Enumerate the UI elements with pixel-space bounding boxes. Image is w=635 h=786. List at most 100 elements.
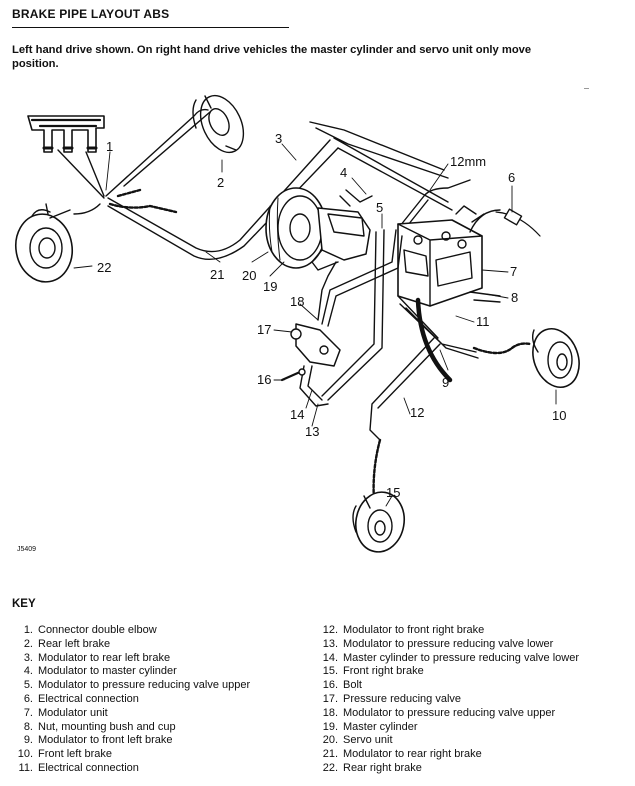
- pipe-18: [321, 229, 403, 327]
- callout-20: 20: [242, 268, 256, 283]
- pressure-reducing-valve: [290, 323, 341, 367]
- key-item-number: 18.: [322, 706, 338, 719]
- callout-18: 18: [290, 294, 304, 309]
- key-heading: KEY: [12, 598, 36, 610]
- servo-unit: [265, 187, 327, 269]
- callout-14: 14: [290, 407, 304, 422]
- callout-8: 8: [511, 290, 518, 305]
- pipe-modulator-to-rear-right: [107, 139, 339, 260]
- electrical-connection-6: [469, 208, 541, 237]
- key-item: 11. Electrical connection: [6, 762, 250, 776]
- key-item-label: Modulator to pressure reducing valve low…: [343, 637, 554, 650]
- key-item: 15. Front right brake: [311, 665, 579, 679]
- key-item-label: Connector double elbow: [38, 624, 157, 636]
- key-item-label: Rear right brake: [343, 761, 422, 774]
- key-item-label: Electrical connection: [38, 761, 139, 774]
- connector-elbow-inset: [27, 115, 105, 199]
- callout-6: 6: [508, 170, 515, 185]
- callout-2: 2: [217, 175, 224, 190]
- pipe-13-14: [299, 365, 329, 407]
- key-item-label: Pressure reducing valve: [343, 692, 462, 705]
- key-item-label: Modulator to front right brake: [343, 624, 485, 636]
- callout-12mm: 12mm: [450, 154, 486, 169]
- key-item: 18. Modulator to pressure reducing valve …: [311, 707, 579, 721]
- margin-mark: [584, 88, 589, 89]
- key-item: 2.Rear left brake: [6, 638, 250, 652]
- key-item: 17. Pressure reducing valve: [311, 693, 579, 707]
- key-item-number: 6.: [23, 692, 33, 705]
- brake-pipe-diagram: 1 2 3 4 5 12mm 6 7 8 11 9 10 12 13 14 15…: [15, 94, 580, 553]
- key-item-label: Modulator to front left brake: [38, 734, 173, 747]
- rear-left-brake: [192, 94, 245, 154]
- callout-numbers: 1 2 3 4 5 12mm 6 7 8 11 9 10 12 13 14 15…: [97, 131, 566, 500]
- callout-4: 4: [340, 165, 347, 180]
- key-item-label: Nut, mounting bush and cup: [38, 720, 176, 733]
- key-item: 7. Modulator unit: [6, 707, 250, 721]
- key-item: 6. Electrical connection: [6, 693, 250, 707]
- callout-10: 10: [552, 408, 566, 423]
- key-item: 12.Modulator to front right brake: [311, 624, 579, 638]
- key-item-label: Modulator to pressure reducing valve upp…: [38, 679, 251, 692]
- callout-16: 16: [257, 372, 271, 387]
- key-item: 8. Nut, mounting bush and cup: [6, 721, 250, 735]
- callout-13: 13: [305, 424, 319, 439]
- callout-22: 22: [97, 260, 111, 275]
- key-item-label: Electrical connection: [38, 692, 139, 705]
- page-title: BRAKE PIPE LAYOUT ABS: [12, 7, 170, 21]
- key-item: 10. Front left brake: [6, 748, 250, 762]
- key-item-number: 15.: [322, 665, 338, 678]
- rear-flex-hose: [108, 202, 178, 214]
- key-item: 9.Modulator to front left brake: [6, 734, 250, 748]
- rear-right-brake: [15, 203, 73, 283]
- bolt: [280, 370, 302, 382]
- front-left-brake: [531, 328, 580, 388]
- key-item-number: 3.: [23, 651, 33, 664]
- callout-5: 5: [376, 200, 383, 215]
- key-item-number: 16.: [322, 679, 338, 692]
- key-item-number: 8.: [23, 720, 33, 733]
- harness-11: [415, 297, 453, 383]
- key-item-label: Front right brake: [343, 665, 424, 678]
- key-item-label: Bolt: [343, 679, 362, 692]
- front-left-flex-hose: [472, 342, 532, 355]
- key-item: 1. Connector double elbow: [6, 624, 250, 638]
- mounting-bush: [469, 291, 501, 303]
- key-item-label: Servo unit: [343, 734, 393, 747]
- key-item-number: 11.: [18, 761, 33, 774]
- pipe-rear-run: [309, 121, 453, 211]
- key-item-label: Modulator to pressure reducing valve upp…: [343, 706, 556, 719]
- key-item-label: Master cylinder to pressure reducing val…: [343, 651, 579, 664]
- title-rule: [12, 27, 289, 28]
- key-item-number: 1.: [23, 624, 33, 636]
- key-item-number: 4.: [23, 665, 33, 678]
- key-item-label: Master cylinder: [343, 720, 418, 733]
- callout-15: 15: [386, 485, 400, 500]
- key-item-number: 17.: [322, 692, 338, 705]
- key-item-number: 7.: [23, 706, 33, 719]
- modulator-unit: [397, 205, 485, 307]
- callout-1: 1: [106, 139, 113, 154]
- key-item: 19. Master cylinder: [311, 721, 579, 735]
- key-item-label: Modulator unit: [38, 706, 108, 719]
- callout-19: 19: [263, 279, 277, 294]
- key-item-number: 21.: [322, 748, 338, 761]
- key-item: 16. Bolt: [311, 679, 579, 693]
- figure-code: J5409: [17, 546, 37, 553]
- intro-note: Left hand drive shown. On right hand dri…: [12, 44, 532, 70]
- key-item-number: 19.: [322, 720, 338, 733]
- key-item: 21.Modulator to rear right brake: [311, 748, 579, 762]
- callout-9: 9: [442, 375, 449, 390]
- key-item-number: 2.: [23, 637, 33, 650]
- callout-17: 17: [257, 322, 271, 337]
- key-item-number: 10.: [17, 748, 33, 761]
- master-cylinder: [311, 189, 373, 271]
- key-item-label: Front left brake: [38, 748, 112, 761]
- pipe-12: [369, 337, 441, 441]
- key-list-left: 1. Connector double elbow 2.Rear left brak…: [6, 624, 250, 776]
- key-item-number: 5.: [23, 679, 33, 692]
- key-item-number: 14.: [322, 651, 338, 664]
- key-item: 22.Rear right brake: [311, 762, 579, 776]
- key-item-label: Modulator to rear left brake: [38, 651, 171, 664]
- key-item-number: 20.: [322, 734, 338, 747]
